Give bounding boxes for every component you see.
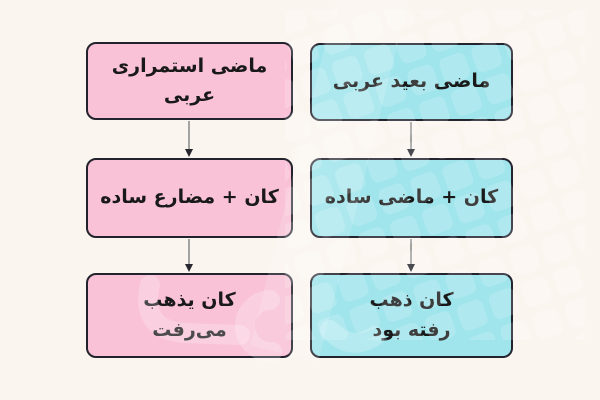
cyan-bottom-label-line2: رفته بود (372, 318, 451, 341)
cyan-arrow-1 (407, 122, 415, 157)
cyan-arrow-2 (407, 239, 415, 272)
pink-arrow-1 (185, 121, 193, 157)
cyan-middle-box: کان + ماضی ساده (310, 158, 513, 238)
pink-middle-label: کان + مضارع ساده (100, 186, 279, 209)
pink-middle-box: کان + مضارع ساده (86, 158, 293, 238)
pink-bottom-box: کان یذهب می‌رفت (86, 273, 293, 358)
cyan-top-box: ماضی بعید عربی (310, 43, 513, 121)
pink-top-box: ماضی استمراری عربی (86, 42, 293, 120)
pink-bottom-label-line2: می‌رفت (152, 318, 227, 341)
pink-bottom-label-line1: کان یذهب (143, 289, 236, 312)
cyan-middle-label: کان + ماضی ساده (324, 186, 499, 209)
cyan-top-label: ماضی بعید عربی (332, 70, 491, 93)
cyan-bottom-label-line1: کان ذهب (369, 289, 454, 312)
pink-top-label: ماضی استمراری عربی (111, 54, 268, 106)
cyan-bottom-box: کان ذهب رفته بود (310, 273, 513, 358)
pink-arrow-2 (185, 239, 193, 272)
